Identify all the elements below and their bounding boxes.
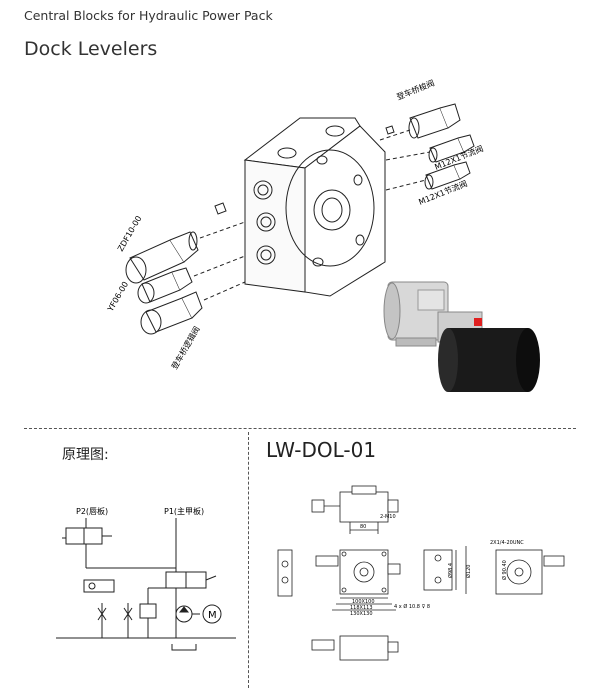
motor-symbol-label: M — [208, 610, 217, 621]
dim-90-40: Ø 90.40 — [501, 560, 508, 580]
zdf-valve — [125, 202, 246, 284]
dim-120: Ø120 — [465, 565, 472, 578]
port-p1-label: P1(主甲板) — [164, 506, 204, 516]
manifold-block — [243, 117, 386, 297]
yf-valve — [137, 255, 246, 304]
divider-vertical — [248, 432, 249, 688]
dim-98-4: Ø98.4 — [447, 563, 454, 578]
hydraulic-schematic: M P2(唇板) P1(主甲板) — [56, 506, 236, 651]
throttle-valve-upper — [385, 134, 475, 163]
port-p2-label: P2(唇板) — [76, 506, 108, 516]
dim-80: 80 — [360, 524, 366, 530]
dim-thread: 2X1/4-20UNC — [490, 540, 524, 546]
logic-valve — [140, 281, 246, 335]
dim-118x113: 118X113 — [350, 605, 373, 611]
exploded-view-drawing: 登车桥梭阀 M12X1节流阀 M12X1节流阀 ZDF10-00 YF06-00… — [105, 78, 540, 392]
page-title: Dock Levelers — [24, 38, 158, 60]
callout-zdf: ZDF10-00 — [116, 214, 144, 253]
dim-2-m10: 2-M10 — [380, 514, 396, 520]
schematic-heading: 原理图: — [62, 447, 109, 463]
throttle-valve-lower — [385, 161, 471, 191]
divider-horizontal — [24, 428, 576, 429]
model-number: LW-DOL-01 — [266, 438, 377, 462]
dim-100x100: 100X100 — [352, 599, 375, 605]
callout-yf: YF06-00 — [105, 280, 130, 314]
callout-logic-valve: 登车桥逻辑阀 — [169, 324, 202, 371]
page-subtitle: Central Blocks for Hydraulic Power Pack — [24, 8, 273, 23]
dimensional-drawings: 80 2-M10 100X100 118X113 130X130 4 x Ø 1… — [277, 485, 565, 661]
dock-shuttle-valve — [379, 103, 461, 141]
power-pack-photo — [383, 281, 540, 392]
callout-dock-shuttle-valve: 登车桥梭阀 — [395, 78, 436, 102]
dim-130x130: 130X130 — [350, 611, 373, 617]
dim-holes: 4 x Ø 10.8 ⊽ 8 — [394, 603, 430, 610]
